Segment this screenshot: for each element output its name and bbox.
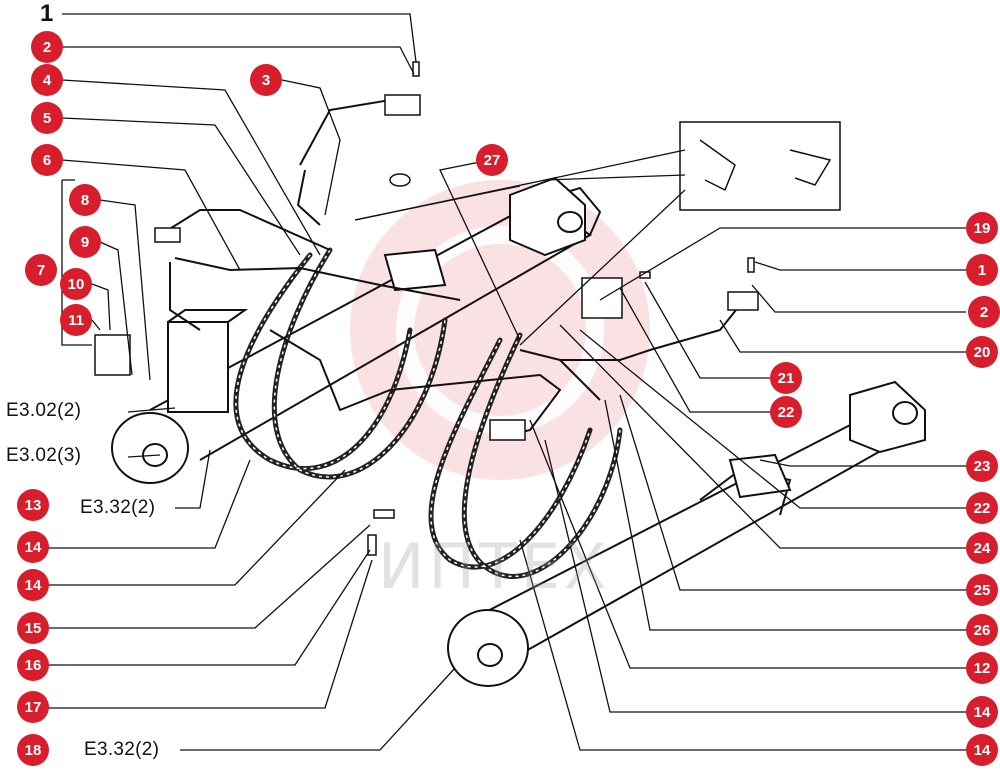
callout-14-left-b: 14 [17, 569, 49, 601]
callout-25: 25 [966, 574, 998, 606]
callout-14-right-a: 14 [966, 696, 998, 728]
callout-19: 19 [966, 212, 998, 244]
ref-e332-left: E3.32(2) [80, 497, 156, 518]
callout-20: 20 [966, 336, 998, 368]
callout-12: 12 [966, 652, 998, 684]
callout-27: 27 [476, 144, 508, 176]
callout-22-a: 22 [770, 396, 802, 428]
callout-10: 10 [60, 268, 92, 300]
callout-1-right: 1 [966, 254, 998, 286]
callout-24: 24 [966, 532, 998, 564]
callout-2-left: 2 [31, 31, 63, 63]
callout-18: 18 [17, 734, 49, 766]
callout-8: 8 [69, 184, 101, 216]
callout-11: 11 [60, 304, 92, 336]
watermark-text: ИПТЕХ [378, 530, 611, 603]
callout-9: 9 [69, 226, 101, 258]
callout-2-right: 2 [968, 296, 1000, 328]
callout-22-b: 22 [966, 492, 998, 524]
callout-21: 21 [770, 362, 802, 394]
callout-13: 13 [17, 489, 49, 521]
right-cylinder [447, 380, 926, 687]
fittings [94, 61, 759, 556]
callout-26: 26 [966, 614, 998, 646]
leader-lines [48, 13, 966, 751]
callout-7: 7 [25, 254, 57, 286]
detail-inset [679, 121, 841, 211]
callout-16: 16 [17, 649, 49, 681]
callout-5: 5 [31, 102, 63, 134]
callout-15: 15 [17, 612, 49, 644]
callout-17: 17 [17, 691, 49, 723]
ref-e302-3: E3.02(3) [6, 445, 82, 466]
callout-14-right-b: 14 [966, 734, 998, 766]
ref-e302-2: E3.02(2) [6, 400, 82, 421]
callout-4: 4 [31, 64, 63, 96]
label-1-plain: 1 [40, 0, 54, 27]
ref-e332-bottom: E3.32(2) [84, 739, 160, 760]
callout-23: 23 [966, 450, 998, 482]
callout-14-left-a: 14 [17, 531, 49, 563]
callout-3: 3 [250, 64, 282, 96]
callout-6: 6 [31, 144, 63, 176]
